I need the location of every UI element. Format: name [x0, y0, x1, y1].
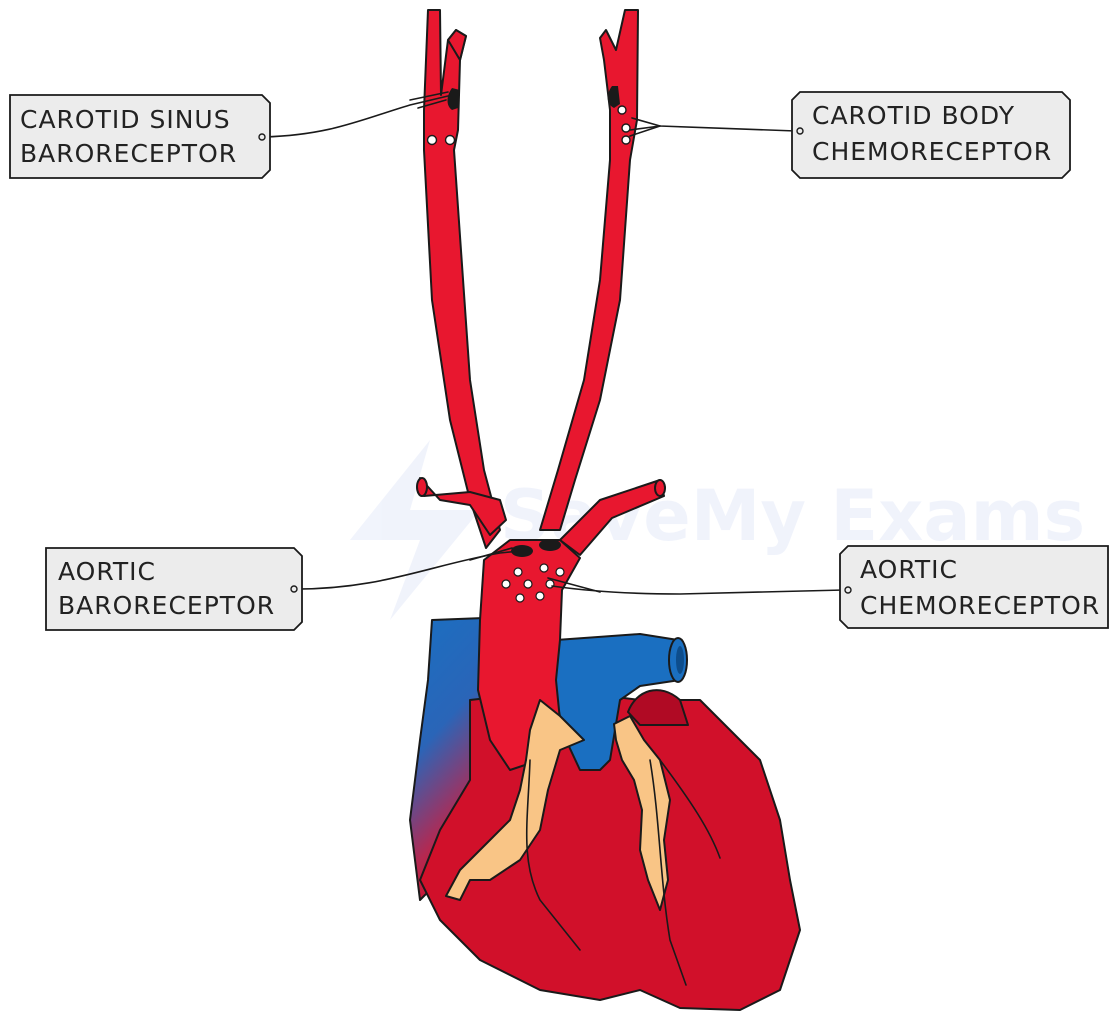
label-pin — [291, 586, 297, 592]
aortic-baroreceptor-mark-2 — [539, 539, 561, 551]
aortic-chemo-dot — [502, 580, 510, 588]
carotid-sinus-leader — [264, 96, 448, 137]
carotid-body-leader — [632, 118, 796, 131]
label-aortic-chemoreceptor: AORTIC CHEMORECEPTOR — [840, 546, 1108, 628]
left-carotid-artery — [540, 10, 638, 530]
aortic-chemo-dot — [540, 564, 548, 572]
label-carotid-body: CAROTID BODY CHEMORECEPTOR — [792, 92, 1070, 178]
aortic-chemo-dot — [514, 568, 522, 576]
label-carotid-sinus: CAROTID SINUS BARORECEPTOR — [10, 95, 270, 178]
label-aortic-baroreceptor: AORTIC BARORECEPTOR — [46, 548, 302, 630]
heart — [410, 540, 800, 1010]
label-carotid-body-line1: CAROTID BODY — [812, 101, 1015, 130]
aortic-chemo-dot — [556, 568, 564, 576]
aortic-chemo-dot — [516, 594, 524, 602]
carotid-body-dot-3 — [622, 136, 630, 144]
carotid-sinus-dot-1 — [428, 136, 437, 145]
label-carotid-sinus-line1: CAROTID SINUS — [20, 105, 231, 134]
label-aortic-baro-line1: AORTIC — [58, 557, 156, 586]
label-pin — [845, 587, 851, 593]
right-carotid-artery — [424, 10, 500, 548]
label-aortic-baro-line2: BARORECEPTOR — [58, 591, 275, 620]
aortic-chemoreceptor-leader — [552, 586, 844, 594]
carotid-body-dot-2 — [622, 124, 630, 132]
label-pin — [259, 134, 265, 140]
aortic-chemo-dot — [524, 580, 532, 588]
carotid-sinus-dot-2 — [446, 136, 455, 145]
aortic-chemo-dot — [536, 592, 544, 600]
label-carotid-body-line2: CHEMORECEPTOR — [812, 137, 1052, 166]
label-pin — [797, 128, 803, 134]
label-carotid-sinus-line2: BARORECEPTOR — [20, 139, 237, 168]
carotid-body-dot-1 — [618, 106, 626, 114]
label-aortic-chemo-line2: CHEMORECEPTOR — [860, 591, 1100, 620]
label-aortic-chemo-line1: AORTIC — [860, 555, 958, 584]
